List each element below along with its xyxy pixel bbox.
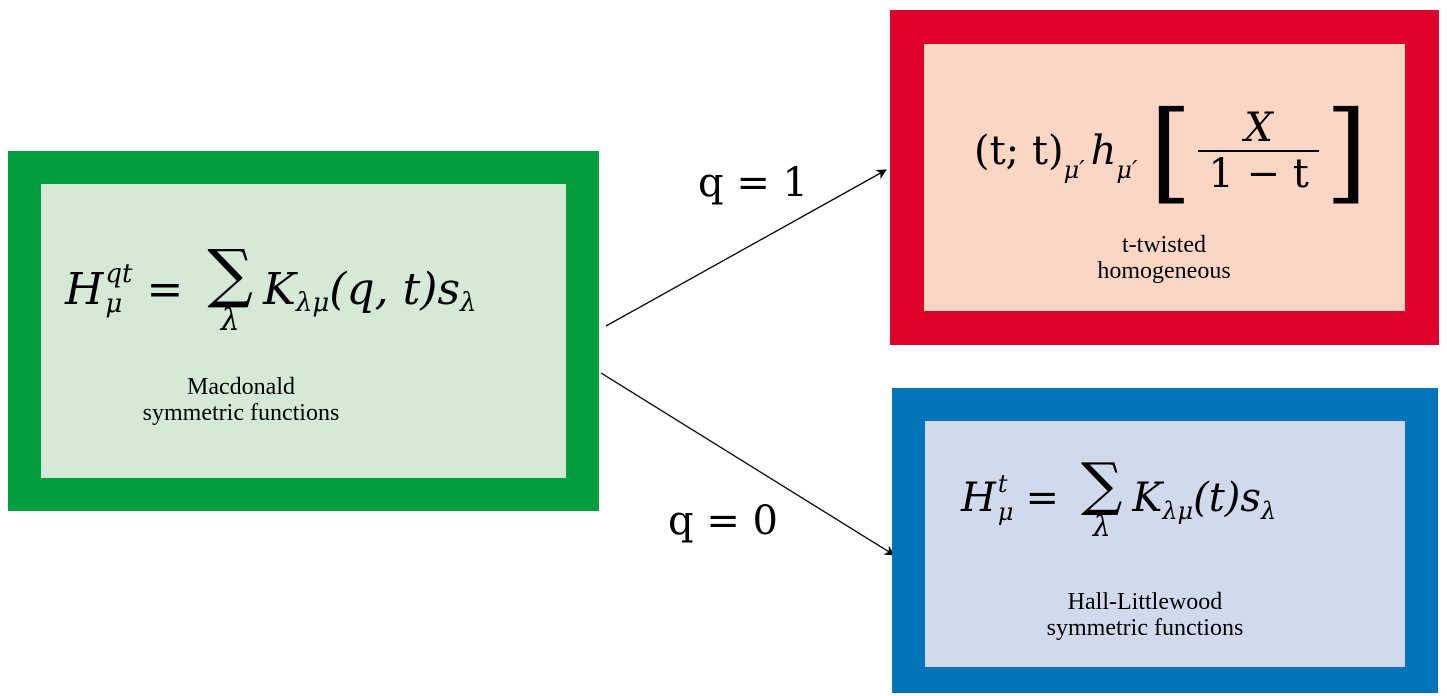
hall-caption-line1: Hall-Littlewood: [1067, 589, 1223, 615]
hall-K-sub: λμ: [1162, 497, 1194, 525]
twisted-right-bracket: ]: [1324, 87, 1368, 215]
twisted-left-bracket: [: [1149, 87, 1193, 215]
arrow-to-hall-littlewood: [600, 372, 895, 556]
twisted-node: (t; t) μ′ h μ′ [ X 1 − t ] t-twisted hom…: [890, 10, 1439, 345]
macdonald-caption: Macdonald symmetric functions: [141, 374, 341, 426]
macdonald-node: H qt μ = ∑ λ K λμ (q, t) s λ Macdonald s…: [8, 151, 599, 511]
twisted-node-fill: (t; t) μ′ h μ′ [ X 1 − t ] t-twisted hom…: [924, 44, 1405, 311]
hall-lhs: H: [961, 475, 996, 521]
twisted-fraction-bar: [1198, 150, 1319, 152]
hall-lhs-sub: μ: [997, 498, 1014, 526]
macdonald-K: K: [263, 263, 296, 315]
twisted-fraction: X 1 − t: [1198, 105, 1319, 197]
macdonald-caption-line2: symmetric functions: [142, 400, 340, 426]
macdonald-sum-sub: λ: [220, 303, 240, 338]
hall-args: (t): [1193, 475, 1241, 521]
arrow-to-twisted: [605, 169, 887, 327]
twisted-formula: (t; t) μ′ h μ′ [ X 1 − t ]: [974, 96, 1368, 206]
hall-s-sub: λ: [1260, 497, 1277, 525]
hall-sum-sub: λ: [1092, 510, 1111, 543]
edge-label-q-equals-1: q = 1: [698, 160, 808, 206]
macdonald-K-sub: λμ: [295, 288, 330, 318]
twisted-caption: t-twisted homogeneous: [1064, 232, 1264, 284]
macdonald-equals: =: [146, 263, 184, 315]
hall-littlewood-node: H t μ = ∑ λ K λμ (t) s λ Hall-Littlewood…: [892, 388, 1438, 693]
edge-label-q-equals-0: q = 0: [668, 498, 778, 544]
hall-lhs-sup: t: [997, 470, 1008, 498]
twisted-h-sub: μ′: [1116, 156, 1138, 184]
macdonald-node-fill: H qt μ = ∑ λ K λμ (q, t) s λ Macdonald s…: [41, 184, 566, 478]
hall-littlewood-formula: H t μ = ∑ λ K λμ (t) s λ: [961, 455, 1276, 541]
hall-littlewood-node-fill: H t μ = ∑ λ K λμ (t) s λ Hall-Littlewood…: [925, 421, 1405, 667]
twisted-h: h: [1090, 128, 1117, 174]
macdonald-caption-line1: Macdonald: [187, 374, 295, 400]
twisted-pochhammer: (t; t): [974, 128, 1064, 174]
macdonald-lhs-sub: μ: [105, 289, 123, 319]
macdonald-s-sub: λ: [460, 288, 477, 318]
twisted-caption-line1: t-twisted: [1122, 232, 1206, 258]
twisted-denominator: 1 − t: [1208, 151, 1309, 197]
macdonald-lhs-sup: qt: [105, 259, 133, 289]
macdonald-formula: H qt μ = ∑ λ K λμ (q, t) s λ: [65, 242, 477, 336]
hall-equals: =: [1025, 475, 1060, 521]
macdonald-lhs: H: [65, 263, 104, 315]
twisted-poch-sub: μ′: [1063, 156, 1085, 184]
hall-littlewood-caption: Hall-Littlewood symmetric functions: [1005, 589, 1285, 641]
hall-caption-line2: symmetric functions: [1046, 615, 1244, 641]
macdonald-s: s: [437, 263, 461, 315]
macdonald-sum-sign: ∑: [207, 237, 254, 311]
macdonald-args: (q, t): [329, 263, 438, 315]
twisted-numerator: X: [1244, 105, 1273, 151]
twisted-caption-line2: homogeneous: [1097, 258, 1231, 284]
hall-K: K: [1132, 475, 1163, 521]
hall-s: s: [1240, 475, 1261, 521]
hall-sum-sign: ∑: [1081, 450, 1123, 518]
